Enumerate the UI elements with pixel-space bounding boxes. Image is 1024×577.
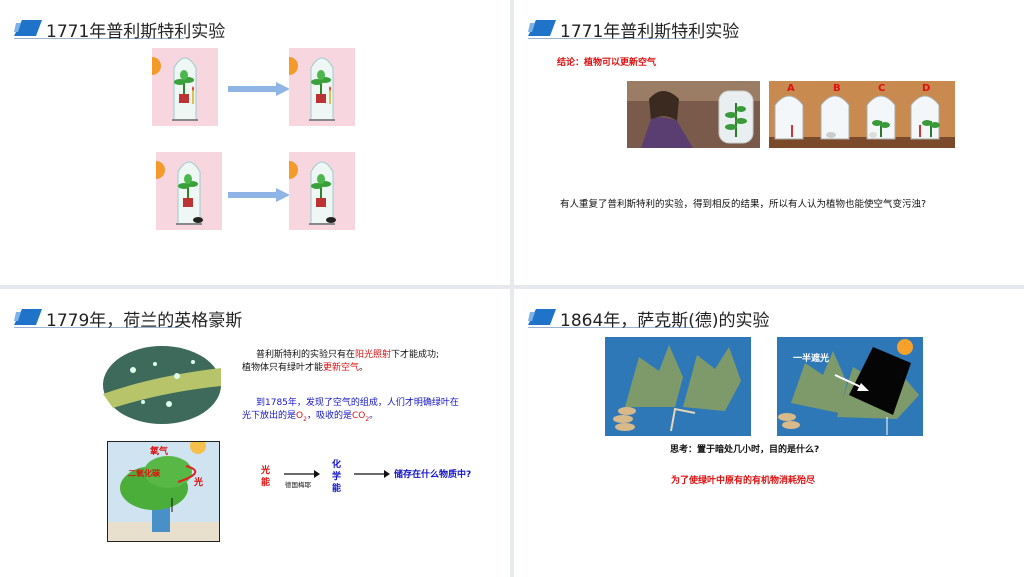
repeat-experiment-note: 有人重复了普利斯特利的实验，得到相反的结果，所以有人认为植物也能使空气变污浊?	[560, 199, 927, 210]
half-shaded-leaf-photo: 一半遮光	[777, 337, 923, 436]
sunlight-condition-text: 普利斯特利的实验只有在阳光照射下才能成功;	[256, 350, 440, 360]
slide-4[interactable]: 1864年，萨克斯(德)的实验 一半遮光 思考：置于暗处几小时，目的是什么? 为…	[514, 289, 1024, 577]
storage-question: 储存在什么物质中?	[394, 470, 472, 480]
light-label: 光	[194, 478, 204, 488]
arrow-right-icon	[228, 82, 290, 96]
mayer-label: 德国梅耶	[285, 481, 311, 489]
tree-photosynthesis-diagram: 氧气 二氧化碳 光	[107, 441, 220, 542]
title-underline	[528, 327, 698, 328]
think-question: 思考：置于暗处几小时，目的是什么?	[670, 445, 820, 455]
slide-title: 1771年普利斯特利实验	[560, 22, 740, 42]
jar-label-c: C	[878, 83, 886, 94]
arrow-right-icon	[284, 470, 320, 478]
leaf-bubbles-photo	[103, 346, 221, 424]
chemical-energy-label: 化学能	[332, 460, 342, 494]
half-shade-label: 一半遮光	[793, 354, 830, 364]
slide-title: 1779年，荷兰的英格豪斯	[46, 311, 243, 331]
title-mark-icon	[14, 20, 42, 36]
slide-1[interactable]: 1771年普利斯特利实验	[0, 0, 510, 285]
slide-3[interactable]: 1779年，荷兰的英格豪斯 普利斯特利的实验只有在阳光照射下才能成功; 植物体只…	[0, 289, 510, 577]
jar-label-b: B	[833, 83, 841, 94]
jar-label-a: A	[787, 83, 795, 94]
slide-2[interactable]: 1771年普利斯特利实验 结论：植物可以更新空气	[514, 0, 1024, 285]
abcd-bell-jars-diagram: A B C D	[769, 81, 955, 148]
arrow-right-icon	[228, 188, 290, 202]
title-mark-icon	[528, 20, 556, 36]
bell-jar-plant-mouse-icon	[289, 152, 355, 230]
bell-jar-plant-mouse-icon	[156, 152, 222, 230]
green-leaf-text: 植物体只有绿叶才能更新空气。	[242, 363, 369, 373]
title-underline	[14, 327, 184, 328]
jar-label-d: D	[922, 83, 931, 94]
bell-jar-plant-candle-icon	[152, 48, 218, 126]
title-underline	[528, 38, 698, 39]
title-underline	[14, 38, 184, 39]
bell-jar-plant-candle-icon	[289, 48, 355, 126]
arrow-right-icon	[354, 470, 390, 478]
oxygen-co2-text: 光下放出的是O2，吸收的是CO2。	[242, 411, 379, 423]
title-mark-icon	[14, 309, 42, 325]
oxygen-label: 氧气	[150, 447, 169, 457]
leaves-plant-photo	[605, 337, 751, 436]
co2-label: 二氧化碳	[128, 469, 160, 478]
conclusion-text: 结论：植物可以更新空气	[557, 58, 657, 68]
air-composition-text: 到1785年，发现了空气的组成，人们才明确绿叶在	[256, 398, 459, 408]
slide-title: 1771年普利斯特利实验	[46, 22, 226, 42]
light-energy-label: 光能	[261, 466, 271, 488]
answer-text: 为了使绿叶中原有的有机物消耗殆尽	[671, 476, 816, 486]
scientist-photo	[627, 81, 760, 148]
slide-title: 1864年，萨克斯(德)的实验	[560, 311, 770, 331]
title-mark-icon	[528, 309, 556, 325]
